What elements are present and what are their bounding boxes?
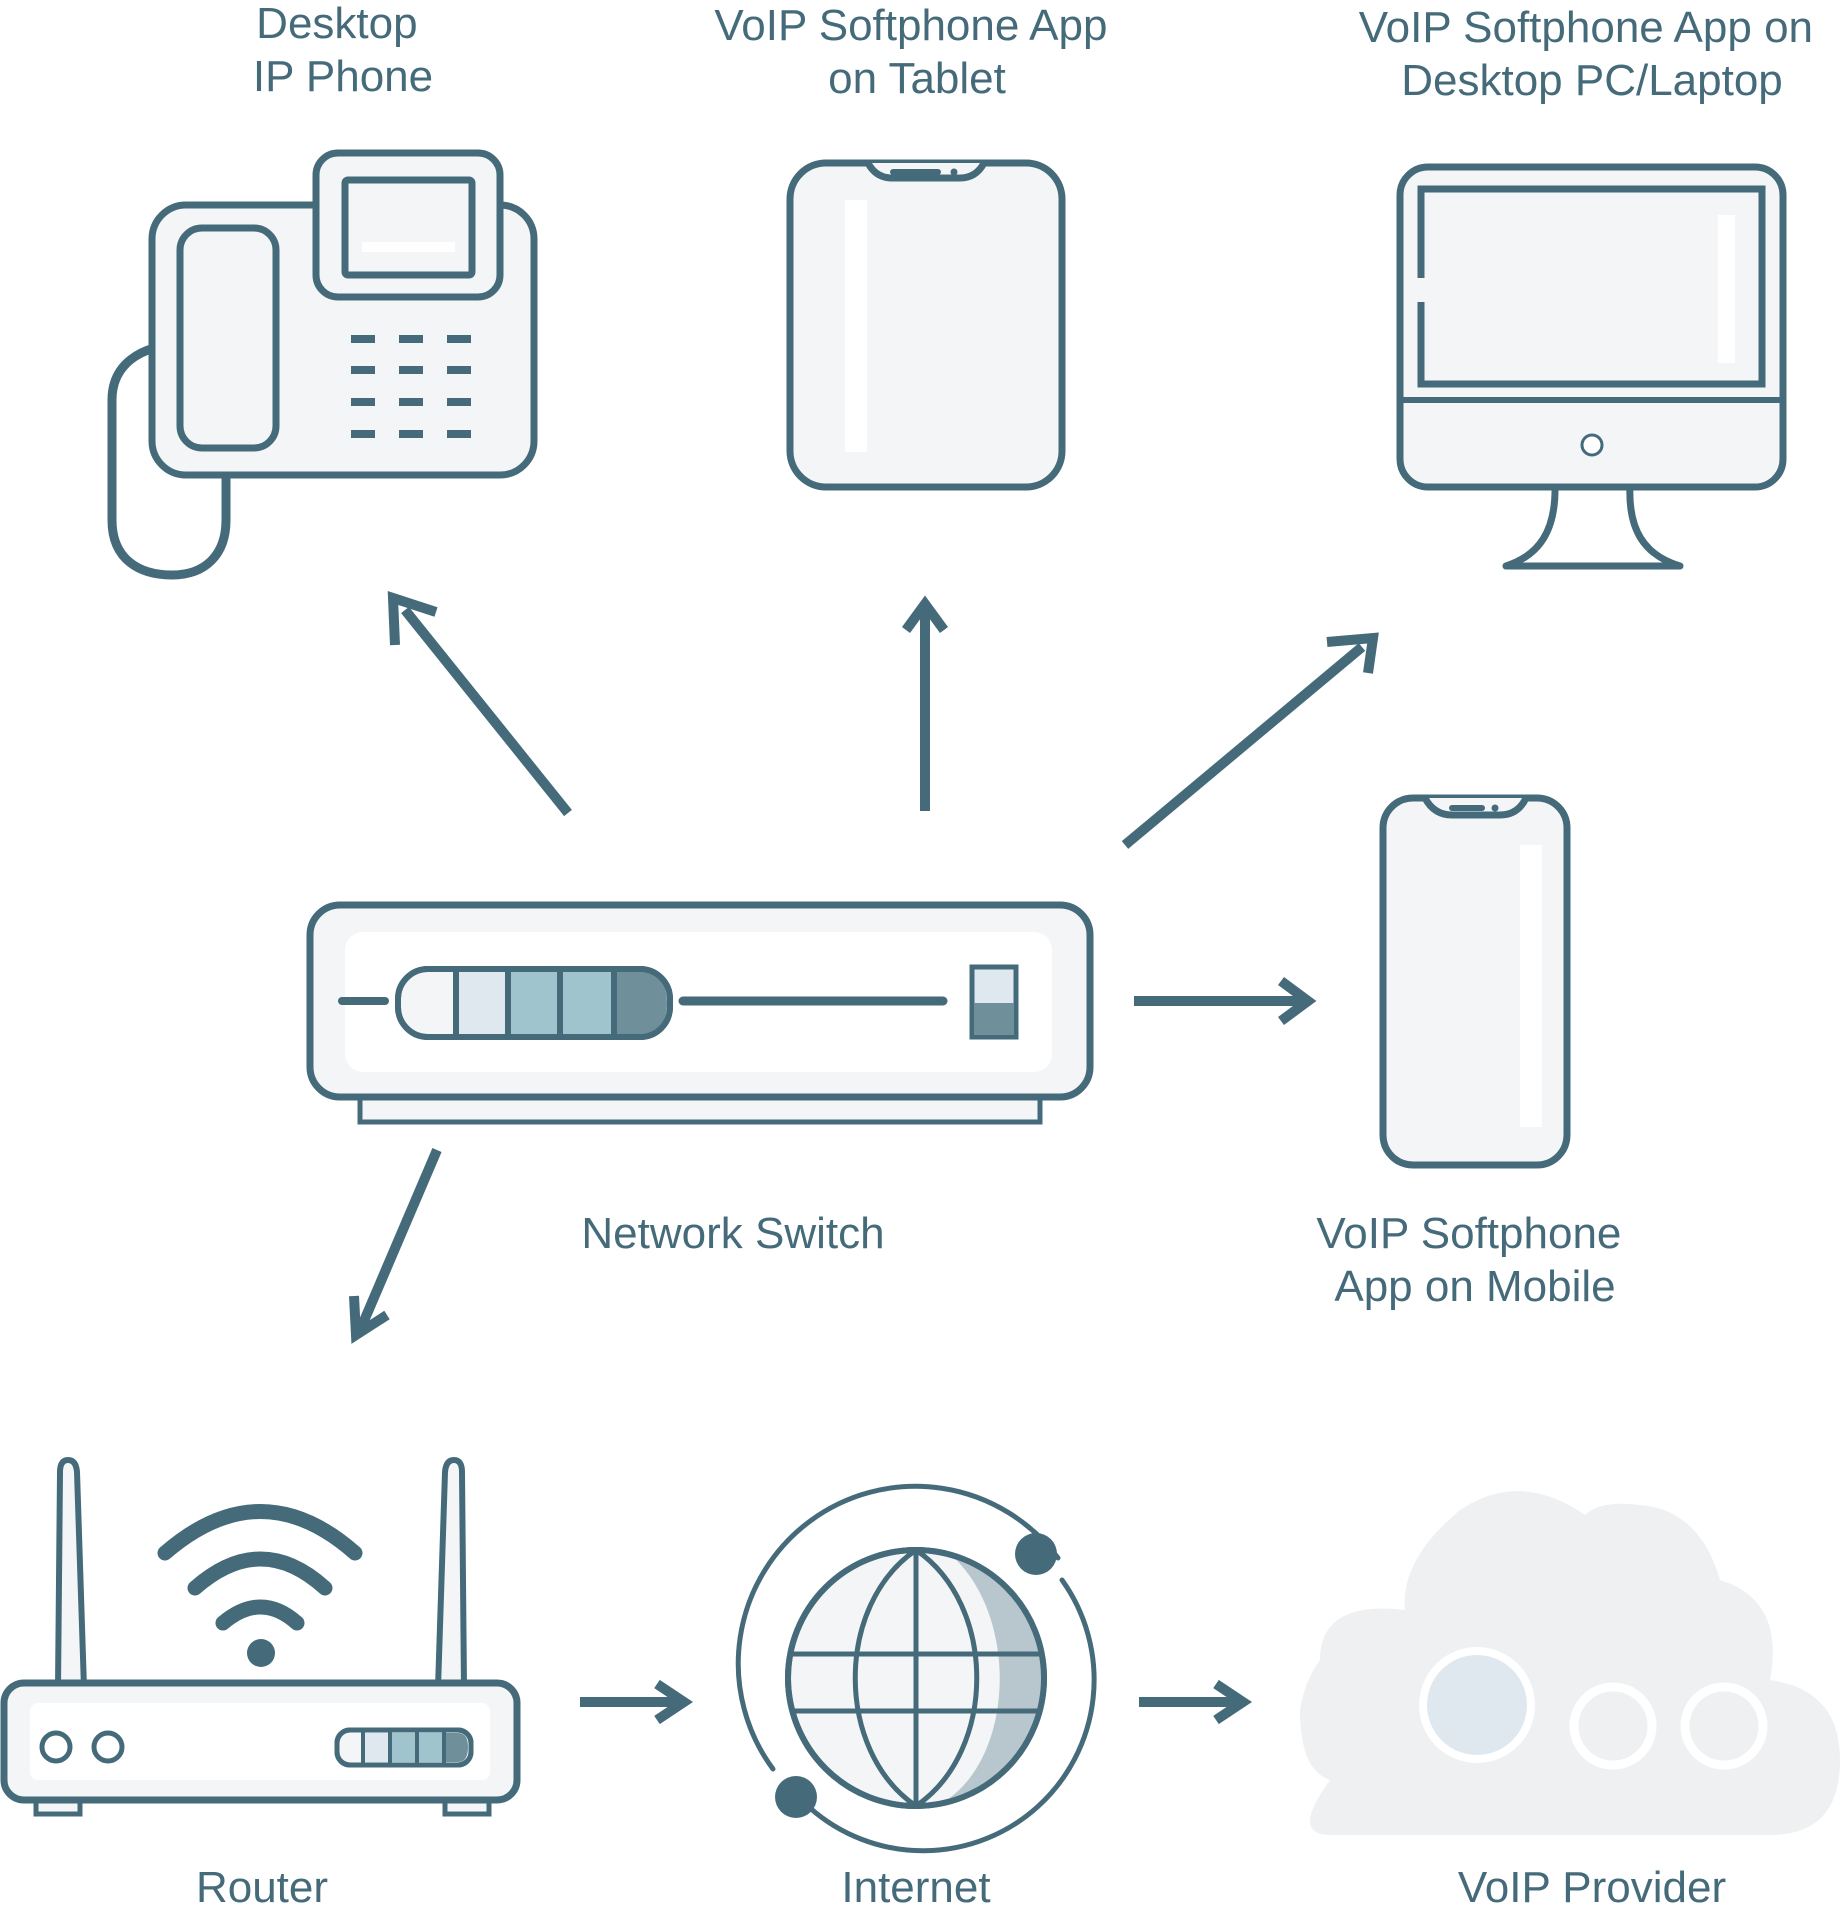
tablet-glare — [845, 200, 867, 452]
arrow-switch-to-tablet — [901, 595, 949, 811]
desk-phone-icon — [107, 149, 538, 580]
wifi-icon — [157, 1504, 363, 1667]
arrow-router-to-internet — [580, 1679, 694, 1725]
router-label: Router — [196, 1863, 328, 1912]
globe-orbit-lower — [807, 1577, 1097, 1854]
network-switch-label: Network Switch — [581, 1209, 884, 1258]
globe-meridian-left — [852, 1547, 919, 1809]
softphone-desktop-label: VoIP Softphone App on Desktop PC/Laptop — [1359, 3, 1826, 105]
router-led-2 — [91, 1730, 125, 1764]
monitor-screen — [1417, 185, 1766, 388]
phone-cord — [107, 340, 231, 580]
smartphone-glare — [1520, 845, 1542, 1127]
network-switch-icon — [306, 901, 1094, 1125]
monitor-stand — [1502, 481, 1684, 570]
cloud-node-primary — [1419, 1647, 1535, 1763]
globe-icon — [735, 1483, 1097, 1854]
softphone-desktop-label-line1: VoIP Softphone App on — [1359, 3, 1813, 52]
softphone-mobile-label-line2: App on Mobile — [1334, 1262, 1615, 1311]
switch-port-bank — [395, 966, 673, 1040]
router-led-1 — [39, 1730, 73, 1764]
switch-port-1 — [457, 972, 507, 1034]
cloud-node-2 — [1569, 1682, 1657, 1770]
desktop-ip-phone-label: Desktop IP Phone — [253, 0, 433, 101]
arrow-switch-to-mobile — [1134, 976, 1317, 1026]
monitor-glare — [1718, 215, 1735, 363]
softphone-tablet-label-line1: VoIP Softphone App — [714, 1, 1107, 50]
globe-satellite-top — [1015, 1533, 1057, 1575]
arrow-switch-to-router — [349, 1148, 442, 1344]
smartphone-icon — [1379, 794, 1571, 1169]
monitor-power-button — [1580, 433, 1604, 457]
router-icon — [0, 1456, 521, 1817]
tablet-camera — [950, 168, 958, 176]
tablet-body — [786, 159, 1066, 491]
globe-meridian-right — [913, 1547, 980, 1809]
softphone-tablet-label-line2: on Tablet — [828, 54, 1006, 103]
cloud-icon — [1300, 1491, 1840, 1835]
phone-display — [341, 176, 476, 279]
router-port-bank — [334, 1727, 474, 1768]
arrow-switch-to-desktop — [1121, 632, 1379, 849]
tablet-icon — [786, 159, 1066, 491]
globe-shade — [942, 1554, 1045, 1803]
desktop-ip-phone-label-line2: IP Phone — [253, 52, 433, 101]
globe-orbit-upper — [735, 1483, 1061, 1772]
internet-label: Internet — [841, 1863, 990, 1912]
switch-power-indicator — [969, 964, 1019, 1040]
router-antenna-left — [54, 1456, 88, 1691]
desktop-ip-phone-label-line1: Desktop — [256, 0, 417, 48]
smartphone-camera — [1491, 804, 1499, 812]
desktop-monitor-icon — [1396, 163, 1787, 570]
switch-port-3 — [561, 972, 613, 1034]
phone-handset — [176, 224, 280, 452]
cloud-shape — [1300, 1491, 1840, 1835]
voip-provider-label: VoIP Provider — [1458, 1863, 1726, 1912]
arrow-internet-to-provider — [1139, 1679, 1253, 1725]
cloud-node-3 — [1680, 1682, 1768, 1770]
softphone-tablet-label: VoIP Softphone App on Tablet — [714, 1, 1119, 103]
phone-keypad — [351, 335, 471, 438]
softphone-desktop-label-line2: Desktop PC/Laptop — [1401, 56, 1783, 105]
softphone-mobile-label: VoIP Softphone App on Mobile — [1316, 1209, 1633, 1311]
arrow-switch-to-phone — [387, 591, 572, 817]
globe-satellite-bottom — [775, 1776, 817, 1818]
switch-port-4 — [615, 972, 667, 1034]
switch-port-2 — [509, 972, 559, 1034]
router-antenna-right — [434, 1456, 468, 1691]
softphone-mobile-label-line1: VoIP Softphone — [1316, 1209, 1621, 1258]
